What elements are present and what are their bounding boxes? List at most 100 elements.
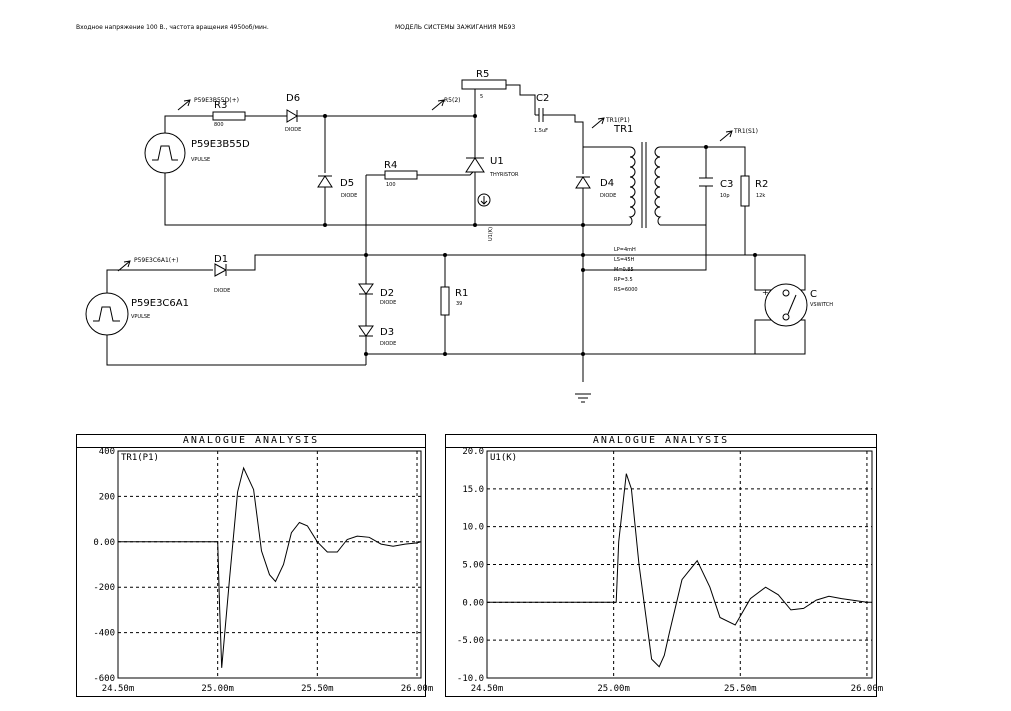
y-tick-label: 10.0 [462,523,484,533]
d1-model: DIODE [214,288,230,294]
tr1-param-rs: RS=6000 [614,287,638,293]
probe-p59e3c6a1: P59E3C6A1(+) [134,257,179,264]
r3-value: 800 [214,122,224,128]
panel-title: ANALOGUE ANALYSIS [446,435,876,448]
panel-title: ANALOGUE ANALYSIS [77,435,425,448]
diode-d4 [575,176,591,189]
y-tick-label: -400 [93,629,115,639]
d2-name: D2 [380,288,394,299]
header-center: МОДЕЛЬ СИСТЕМЫ ЗАЖИГАНИЯ МБ93 [395,24,516,31]
resistor-r4 [384,170,418,180]
y-tick-label: 5.00 [462,561,484,571]
series-line [487,473,872,668]
vswitch-c [764,283,808,327]
y-tick-label: 0.00 [93,538,115,548]
probe-arrow-icon [117,260,131,272]
y-tick-label: -5.00 [457,636,484,646]
diode-d1 [214,263,228,277]
y-tick-label: -10.0 [457,674,484,684]
ground-icon [575,393,591,403]
series-name: TR1(P1) [121,453,159,463]
resistor-r3 [212,111,246,121]
probe-u1k-vertical: U1(K) [488,227,494,241]
r3-name: R3 [214,100,227,111]
d5-name: D5 [340,178,354,189]
x-tick-label: 25.50m [724,684,757,694]
probe-tr1-p1: TR1(P1) [605,117,630,124]
diode-d2 [358,283,374,295]
probe-arrow-icon [719,130,733,142]
x-tick-label: 25.00m [201,684,234,694]
x-tick-label: 26.00m [401,684,434,694]
probe-arrow-icon [177,99,191,111]
c3-name: C3 [720,179,733,190]
capacitor-c3 [699,177,713,187]
switch-model: VSWITCH [810,302,833,308]
d2-model: DIODE [380,300,396,306]
series-name: U1(K) [490,453,517,463]
plot-frame [117,450,422,679]
r1-name: R1 [455,288,468,299]
r4-value: 100 [386,182,396,188]
transformer-tr1 [628,142,662,228]
tr1-param-ls: LS=45H [614,257,635,263]
y-tick-label: 0.00 [462,598,484,608]
y-tick-label: 200 [99,492,115,502]
probe-arrow-icon [591,117,605,129]
diode-d6 [286,109,298,123]
current-probe-icon [477,193,491,207]
x-tick-label: 25.00m [597,684,630,694]
analysis-panel-u1k: ANALOGUE ANALYSIS -10.0 -5.00 0.00 5.00 10.0… [445,434,883,697]
diode-d3 [358,325,374,337]
vpulse-source-2 [85,292,129,336]
r1-value: 39 [456,301,462,307]
tr1-param-m: M=0.85 [614,267,634,273]
d4-name: D4 [600,178,614,189]
d5-model: DIODE [341,193,357,199]
src2-name: P59E3C6A1 [131,298,189,309]
y-tick-label: 15.0 [462,485,484,495]
d4-model: DIODE [600,193,616,199]
header-left: Входное напряжение 100 В., частота враще… [76,24,269,31]
schematic: R5 5 C2 1.5uF R3 800 D6 DIODE P59E3B55D … [85,69,833,403]
y-tick-label: -600 [93,674,115,684]
diode-d5 [317,175,333,188]
src1-name: P59E3B55D [191,139,250,150]
probe-tr1-s1: TR1(S1) [733,128,758,135]
c2-name: C2 [536,93,549,104]
tr1-param-lp: LP=4mH [614,247,636,253]
x-tick-label: 26.00m [851,684,884,694]
x-tick-label: 24.50m [102,684,135,694]
resistor-r2 [740,175,750,207]
y-tick-label: 20.0 [462,447,484,457]
r4-name: R4 [384,160,397,171]
tr1-name: TR1 [613,124,633,135]
c3-value: 10p [720,193,730,199]
src1-model: VPULSE [191,157,210,163]
src2-model: VPULSE [131,314,150,320]
series-line [118,466,422,668]
x-tick-label: 25.50m [301,684,334,694]
probe-r5-2: R5(2) [444,97,461,104]
thyristor-u1 [465,157,485,173]
d3-name: D3 [380,327,394,338]
d3-model: DIODE [380,341,396,347]
r2-name: R2 [755,179,768,190]
d6-model: DIODE [285,127,301,133]
r5-value: 5 [480,94,483,100]
probe-p59e3b55d: P59E3B55D(+) [194,97,239,104]
probe-arrow-icon [431,99,445,111]
wires [106,84,806,382]
junction-dots [323,114,757,356]
r5-name: R5 [476,69,489,80]
switch-plus-sign: + [762,288,769,297]
resistor-r1 [440,286,450,316]
d1-name: D1 [214,254,228,265]
r2-value: 12k [756,193,765,199]
capacitor-c2 [535,108,547,122]
c2-value: 1.5uF [534,128,548,134]
switch-name: C [810,289,817,300]
tr1-param-rp: RP=3.5 [614,277,633,283]
